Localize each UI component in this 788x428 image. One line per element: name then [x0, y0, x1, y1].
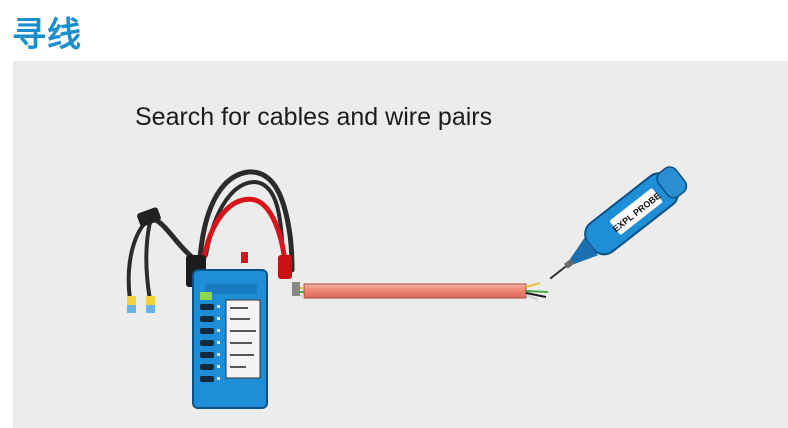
cable-tester-device — [186, 252, 268, 409]
cable-splitter — [137, 207, 161, 227]
clip-jaw — [292, 282, 300, 296]
lan-connectors — [127, 296, 155, 313]
red-clip — [278, 255, 292, 279]
red-lead-cable — [201, 196, 288, 263]
page-title: 寻线 — [12, 15, 82, 55]
slide-caption: Search for cables and wire pairs — [135, 103, 493, 131]
cable-under-test — [298, 282, 549, 301]
probe-device: EXPL PROBE — [549, 166, 688, 280]
slide-panel — [13, 61, 788, 428]
